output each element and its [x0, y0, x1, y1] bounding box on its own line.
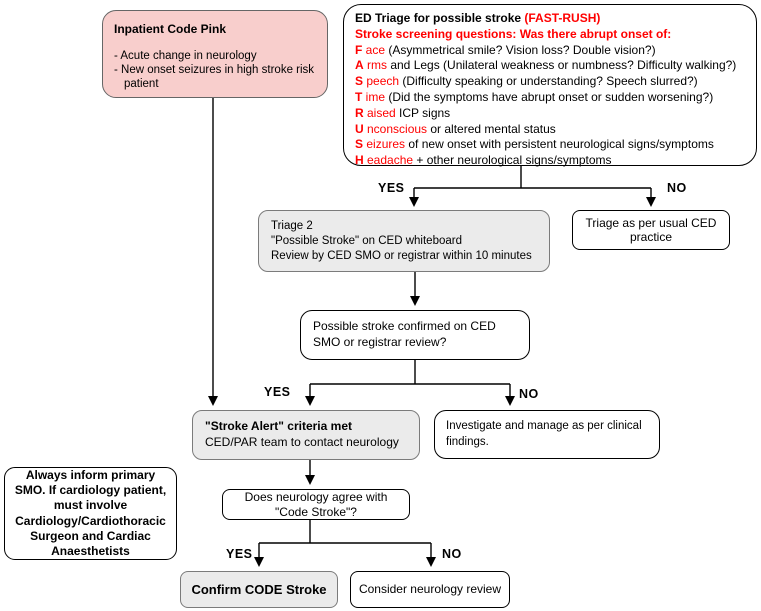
ed-triage-title-red: (FAST-RUSH): [524, 11, 601, 25]
code-pink-bullet-2: - New onset seizures in high stroke risk…: [114, 64, 315, 90]
stroke-alert-subtitle: CED/PAR team to contact neurology: [205, 434, 399, 449]
stroke-screening-subtitle: Stroke screening questions: Was there ab…: [355, 26, 672, 41]
consider-neurology-review-text: Consider neurology review: [358, 582, 502, 596]
usual-ced-practice-text: Triage as per usual CED practice: [585, 215, 717, 245]
triage-no-label: NO: [667, 181, 687, 195]
neurology-agree-question-text: Does neurology agree with "Code Stroke"?: [244, 490, 388, 519]
stroke-alert-box: "Stroke Alert" criteria met CED/PAR team…: [192, 410, 420, 460]
investigate-manage-text: Investigate and manage as per clinical f…: [446, 420, 642, 448]
investigate-manage-box: Investigate and manage as per clinical f…: [434, 410, 660, 459]
neurology-agree-question-box: Does neurology agree with "Code Stroke"?: [222, 489, 410, 520]
always-inform-smo-box: Always inform primary SMO. If cardiology…: [4, 467, 177, 560]
ed-triage-title: ED Triage for possible stroke (FAST-RUSH…: [355, 11, 746, 27]
fast-rush-line-time: T ime (Did the symptoms have abrupt onse…: [355, 89, 714, 104]
triage2-line-1: Triage 2: [271, 220, 313, 232]
fast-rush-line-arms: A rms and Legs (Unilateral weakness or n…: [355, 58, 737, 73]
fast-rush-line-unconscious: U nconscious or altered mental status: [355, 121, 556, 136]
fast-rush-line-seizures: S eizures of new onset with persistent n…: [355, 137, 714, 152]
fast-rush-line-face: F ace (Asymmetrical smile? Vision loss? …: [355, 42, 656, 57]
triage2-line-2: "Possible Stroke" on CED whiteboard: [271, 234, 462, 247]
neurology-no-label: NO: [442, 547, 462, 561]
inpatient-code-pink-box: Inpatient Code Pink - Acute change in ne…: [102, 10, 328, 98]
ed-triage-title-black: ED Triage for possible stroke: [355, 11, 525, 25]
inpatient-code-pink-title: Inpatient Code Pink: [114, 22, 227, 36]
code-pink-bullet-1: - Acute change in neurology: [114, 50, 257, 62]
always-inform-smo-text: Always inform primary SMO. If cardiology…: [14, 467, 167, 558]
consider-neurology-review-box: Consider neurology review: [350, 571, 510, 608]
stroke-alert-title: "Stroke Alert" criteria met: [205, 419, 352, 433]
confirm-code-stroke-box: Confirm CODE Stroke: [180, 571, 338, 608]
triage2-line-3: Review by CED SMO or registrar within 10…: [271, 249, 532, 262]
usual-ced-practice-box: Triage as per usual CED practice: [572, 210, 730, 250]
possible-stroke-confirmed-text: Possible stroke confirmed on CED SMO or …: [313, 319, 496, 349]
triage2-box: Triage 2 "Possible Stroke" on CED whiteb…: [258, 210, 550, 272]
confirmed-yes-label: YES: [264, 385, 291, 399]
ed-triage-fast-rush-box: ED Triage for possible stroke (FAST-RUSH…: [343, 4, 757, 168]
neurology-yes-label: YES: [226, 547, 253, 561]
fast-rush-line-raised-icp: R aised ICP signs: [355, 105, 451, 120]
triage-yes-label: YES: [378, 181, 405, 195]
possible-stroke-confirmed-box: Possible stroke confirmed on CED SMO or …: [300, 310, 530, 360]
fast-rush-line-headache: H eadache + other neurological signs/sym…: [355, 153, 612, 168]
fast-rush-line-speech: S peech (Difficulty speaking or understa…: [355, 74, 698, 89]
confirm-code-stroke-text: Confirm CODE Stroke: [191, 582, 327, 597]
confirmed-no-label: NO: [519, 387, 539, 401]
